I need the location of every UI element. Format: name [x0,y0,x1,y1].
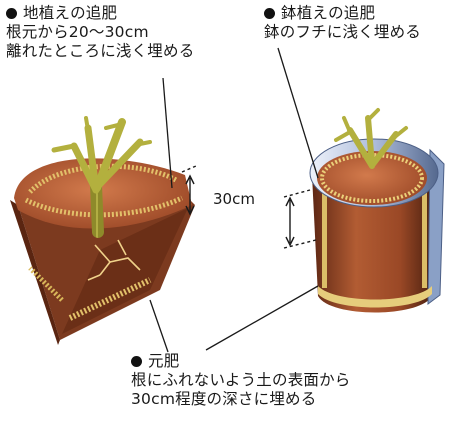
base-line1: 根にふれないよう土の表面から [131,371,351,390]
ground-soil-block [10,158,195,345]
ground-fertilizer-label: 地植えの追肥 根元から20～30cm 離れたところに浅く埋める [6,4,194,61]
pot-fertilizer-label: 鉢植えの追肥 鉢のフチに浅く埋める [264,4,421,42]
base-fertilizer-label: 元肥 根にふれないよう土の表面から 30cm程度の深さに埋める [131,352,351,409]
pot-line1: 鉢のフチに浅く埋める [264,23,421,42]
leader-line-base-left [150,300,168,352]
bullet-icon [6,8,17,19]
leader-line-pot [278,48,318,178]
bullet-icon [131,356,142,367]
ground-line2: 離れたところに浅く埋める [6,42,194,61]
leader-line-base-right [206,286,318,350]
depth-indicator-pot [284,190,316,248]
ground-line1: 根元から20～30cm [6,23,194,42]
bullet-icon [264,8,275,19]
ground-title: 地植えの追肥 [23,4,117,22]
pot-title: 鉢植えの追肥 [281,4,375,22]
base-title: 元肥 [148,352,179,370]
base-line2: 30cm程度の深さに埋める [131,390,351,409]
depth-label: 30cm [213,190,255,208]
